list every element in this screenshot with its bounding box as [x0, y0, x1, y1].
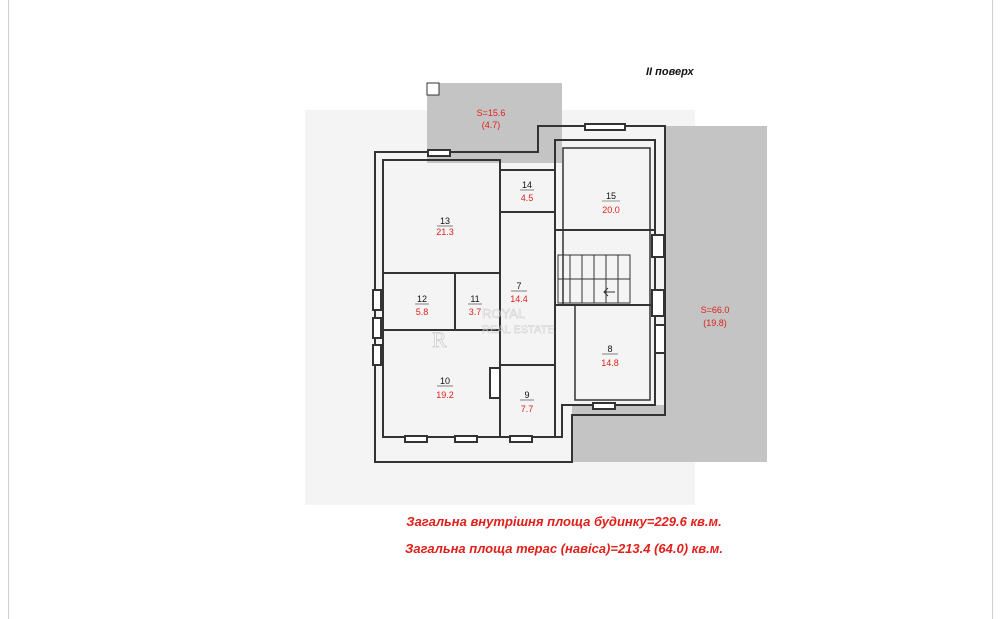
- terrace-covered: (4.7): [482, 120, 501, 130]
- room-number: 9: [524, 390, 529, 400]
- terrace-right-bottom: [572, 405, 767, 462]
- room-8: 8 14.8: [601, 344, 619, 368]
- room-number: 11: [470, 294, 479, 304]
- page-border-left: [8, 0, 9, 619]
- room-number: 14: [522, 180, 532, 190]
- room-area: 21.3: [436, 227, 454, 237]
- staircase: [557, 254, 631, 304]
- room-10: 10 19.2: [436, 376, 454, 400]
- room-9: 9 7.7: [520, 390, 534, 414]
- room-area: 20.0: [602, 205, 620, 215]
- room-labels: 13 21.3 14 4.5 15 20.0 12 5.8 11 3.7 7 1…: [415, 180, 620, 414]
- room-number: 15: [606, 191, 616, 201]
- room-area: 4.5: [521, 193, 534, 203]
- terrace-label-top: S=15.6 (4.7): [477, 108, 506, 130]
- room-7: 7 14.4: [510, 281, 528, 304]
- watermark-line2: REAL ESTATE: [482, 324, 555, 336]
- total-interior-area: Загальна внутрішня площа будинку=229.6 к…: [406, 514, 722, 529]
- total-terrace-area: Загальна площа терас (навіса)=213.4 (64.…: [405, 541, 723, 556]
- floor-label: II поверх: [646, 66, 694, 78]
- terrace-area: S=66.0: [701, 305, 730, 315]
- room-area: 14.8: [601, 358, 619, 368]
- watermark-logo-icon: R: [432, 327, 447, 352]
- room-area: 19.2: [436, 390, 454, 400]
- room-number: 13: [440, 216, 450, 226]
- room-area: 14.4: [510, 294, 528, 304]
- royal-real-estate-watermark: R ROYAL REAL ESTATE: [432, 306, 555, 353]
- room-13: 13 21.3: [436, 216, 454, 237]
- room-number: 7: [516, 281, 521, 291]
- room-area: 3.7: [469, 307, 482, 317]
- room-11: 11 3.7: [468, 294, 482, 317]
- page-border-right: [992, 0, 993, 619]
- terrace-covered: (19.8): [703, 318, 727, 328]
- room-area: 5.8: [416, 307, 429, 317]
- room-15: 15 20.0: [602, 191, 620, 215]
- room-number: 8: [607, 344, 612, 354]
- room-number: 12: [417, 294, 427, 304]
- room-12: 12 5.8: [415, 294, 429, 317]
- windows: [372, 123, 666, 443]
- terrace-label-right: S=66.0 (19.8): [701, 305, 730, 328]
- watermark-line1: ROYAL: [482, 306, 525, 321]
- room-14: 14 4.5: [520, 180, 534, 203]
- terrace-post: [426, 82, 440, 96]
- room-number: 10: [440, 376, 450, 386]
- room-area: 7.7: [521, 404, 534, 414]
- terrace-area: S=15.6: [477, 108, 506, 118]
